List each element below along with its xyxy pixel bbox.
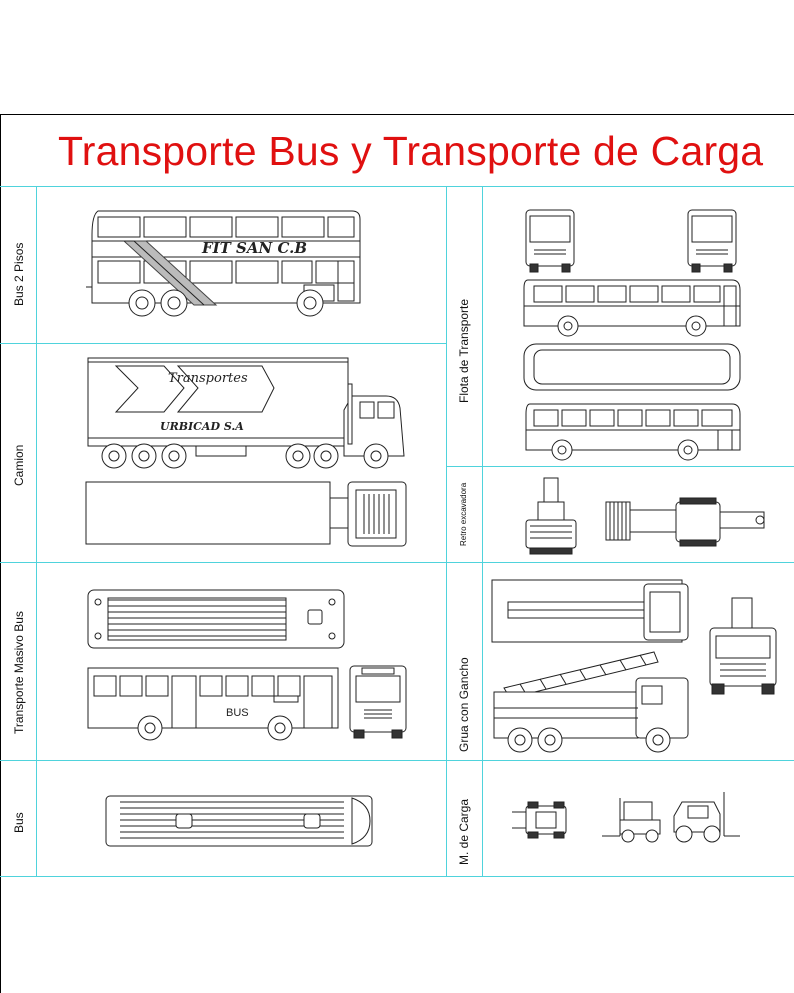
section-label-bus: Bus — [12, 812, 26, 833]
section-label-bus-2-pisos: Bus 2 Pisos — [12, 242, 26, 306]
forklift-side-drawing — [596, 796, 666, 844]
section-label-retro-excavadora: Retro excavadora — [459, 482, 468, 546]
grid-line — [0, 760, 794, 761]
crane-truck-wheel — [508, 728, 670, 752]
crane-truck-top-drawing — [488, 576, 698, 646]
page-title: Transporte Bus y Transporte de Carga — [58, 128, 764, 174]
mass-transit-bus-top-drawing — [86, 588, 348, 652]
truck-trailer-lettering-2: URBICAD S.A — [160, 420, 244, 433]
coach-rear-drawing — [686, 206, 738, 274]
frame-left-line — [0, 114, 1, 993]
grid-line — [0, 876, 794, 877]
section-label-camion: Camion — [12, 444, 26, 486]
frame-top-line — [0, 114, 794, 115]
section-label-grua-con-gancho: Grua con Gancho — [457, 657, 471, 752]
section-label-flota-de-transporte: Flota de Transporte — [457, 298, 471, 403]
crane-truck-front-drawing — [704, 594, 782, 696]
coach-side-drawing — [522, 400, 744, 464]
bus-wheel — [129, 290, 323, 316]
coach-wheel — [552, 440, 698, 460]
section-label-transporte-masivo-bus: Transporte Masivo Bus — [12, 611, 26, 734]
forklift-top-drawing — [510, 800, 572, 840]
grid-line — [36, 186, 37, 876]
grid-line — [0, 343, 446, 344]
mass-transit-bus-front-drawing — [346, 662, 410, 740]
semi-truck-top-drawing — [84, 478, 410, 550]
grid-line — [482, 186, 483, 876]
forklift-side-drawing — [668, 790, 742, 846]
grid-line — [446, 186, 447, 876]
excavator-front-drawing — [520, 474, 582, 556]
mass-transit-bus-side-drawing: BUS — [84, 662, 344, 744]
coach-side-drawing — [520, 276, 744, 338]
coach-top-drawing — [522, 342, 744, 394]
excavator-top-drawing — [600, 494, 772, 550]
section-label-m-de-carga: M. de Carga — [457, 798, 471, 865]
crane-truck-side-drawing — [490, 648, 700, 758]
grid-line — [0, 186, 794, 187]
grid-line — [446, 466, 794, 467]
double-decker-lettering: FIT SAN C.B — [201, 239, 307, 257]
bus-top-drawing — [104, 794, 376, 850]
grid-line — [0, 562, 794, 563]
bus-wheel — [138, 716, 292, 740]
coach-front-drawing — [524, 206, 576, 274]
semi-truck-side-drawing: Transportes URBICAD S.A — [86, 356, 411, 474]
coach-wheel — [558, 316, 706, 336]
bus-side-label: BUS — [226, 707, 249, 719]
truck-wheel — [102, 444, 388, 468]
double-decker-bus-drawing: FIT SAN C.B — [84, 205, 364, 320]
truck-trailer-lettering-1: Transportes — [168, 371, 248, 386]
